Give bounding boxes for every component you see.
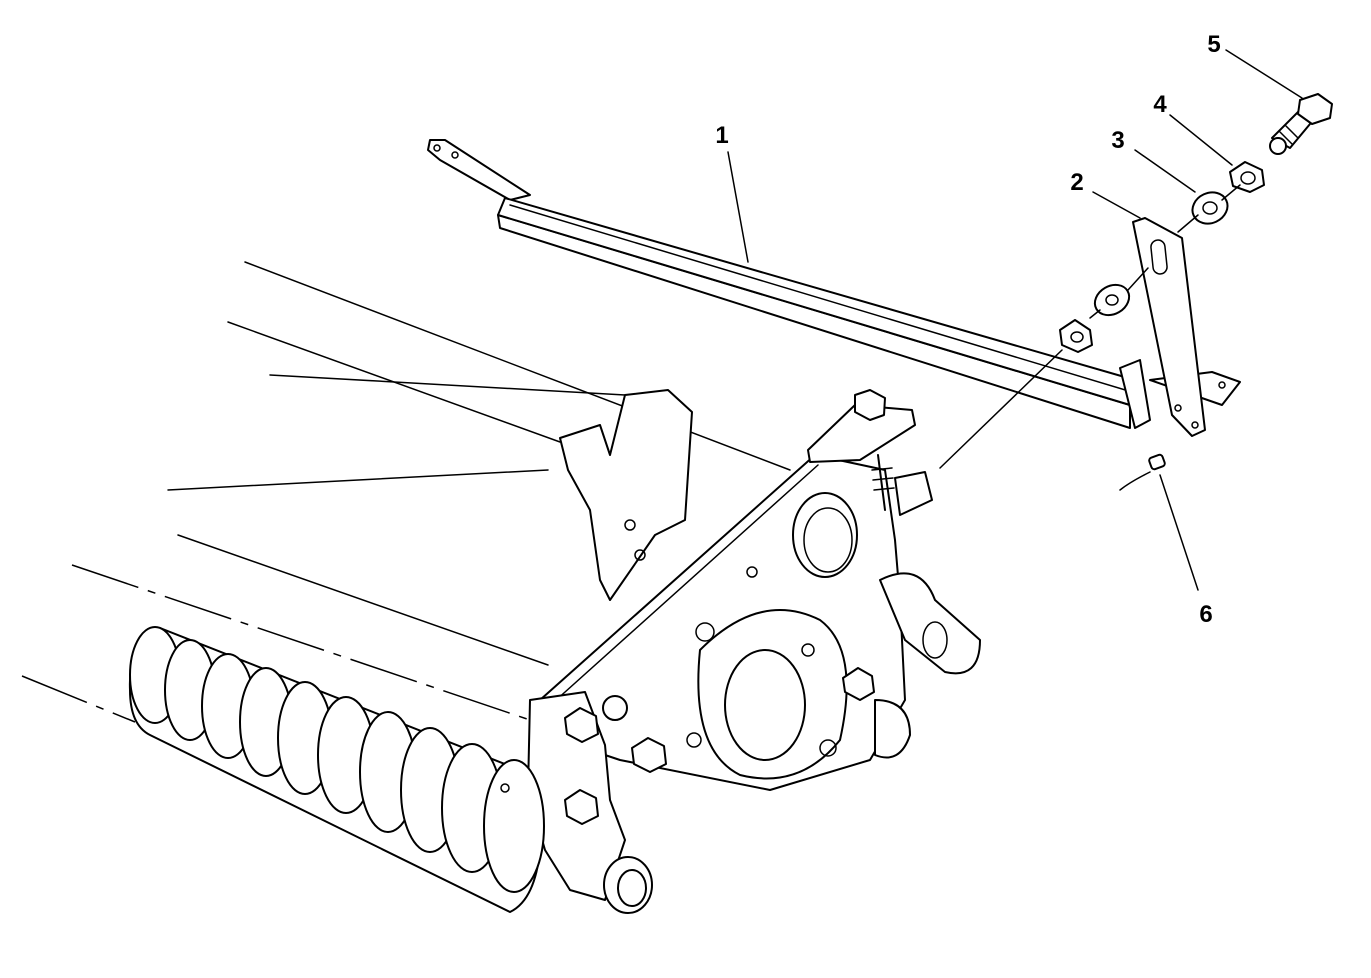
reel-outline-lines bbox=[21, 261, 791, 723]
front-roller bbox=[128, 626, 545, 913]
callout-6: 6 bbox=[1199, 601, 1212, 628]
part-5-bolt bbox=[1269, 93, 1333, 155]
part-1-angle-bar bbox=[427, 139, 1241, 429]
leader-lines bbox=[727, 49, 1303, 591]
callout-2: 2 bbox=[1070, 169, 1083, 196]
callout-4: 4 bbox=[1153, 91, 1167, 118]
part-2-bracket-plate bbox=[1132, 217, 1206, 437]
callout-1: 1 bbox=[715, 122, 728, 149]
part-4-nut bbox=[1229, 161, 1265, 193]
part-3-washer bbox=[1191, 191, 1229, 225]
assembly-centerlines bbox=[939, 184, 1241, 469]
callout-3: 3 bbox=[1111, 127, 1124, 154]
part-6-pin bbox=[1119, 453, 1166, 491]
callout-5: 5 bbox=[1207, 31, 1220, 58]
inner-washer-and-nut bbox=[1059, 283, 1131, 353]
side-plate-assembly bbox=[527, 389, 981, 914]
callout-labels: 1 2 3 4 5 6 bbox=[715, 31, 1220, 628]
